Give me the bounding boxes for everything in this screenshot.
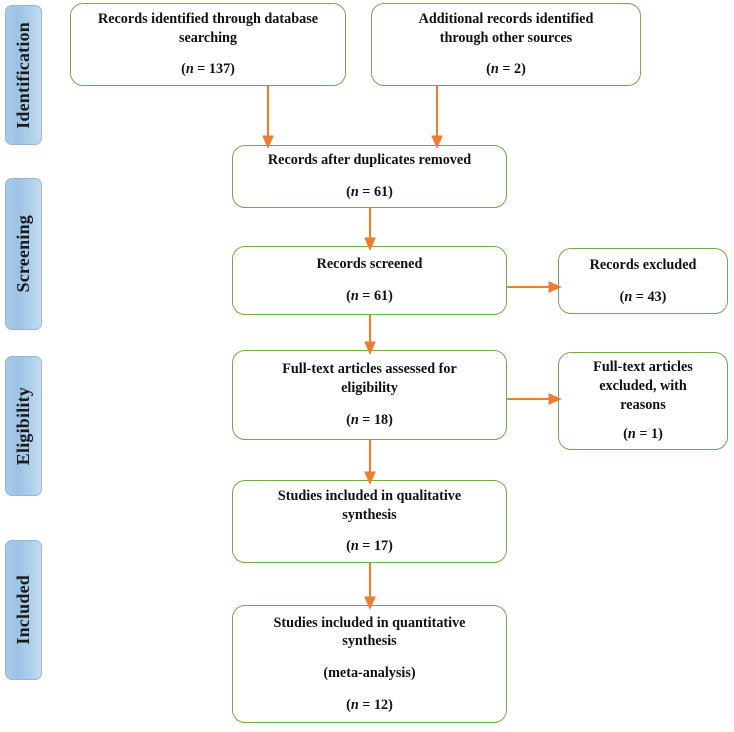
box-fulltext-assessed-count: (n = 18) — [243, 411, 496, 430]
count-suffix: ) — [230, 61, 235, 78]
box-records-screened: Records screened (n = 61) — [232, 246, 507, 315]
box-studies-quantitative: Studies included in quantitative synthes… — [232, 605, 507, 723]
count-var: n — [350, 411, 359, 428]
stage-tab-eligibility-label: Eligibility — [13, 386, 33, 466]
box-fulltext-assessed-line-1: Full-text articles assessed for — [282, 361, 457, 378]
stage-tab-included[interactable]: Included — [5, 540, 42, 680]
count-var: n — [185, 61, 194, 78]
count-prefix: ( — [486, 61, 491, 78]
count-value: 43 — [647, 288, 662, 305]
count-value: 137 — [208, 61, 231, 78]
box-records-excluded-count: (n = 43) — [569, 288, 717, 307]
stage-tab-identification[interactable]: Identification — [5, 5, 42, 145]
box-studies-qualitative: Studies included in qualitative synthesi… — [232, 480, 507, 563]
box-studies-qualitative-line-2: synthesis — [342, 506, 397, 523]
count-suffix: ) — [658, 426, 663, 443]
count-var: n — [624, 288, 633, 305]
count-suffix: ) — [388, 288, 393, 304]
count-suffix: ) — [661, 288, 667, 305]
box-studies-qualitative-line-1: Studies included in qualitative — [277, 487, 462, 504]
box-additional-records-other-sources: Additional records identified through ot… — [371, 3, 641, 86]
count-var: n — [627, 426, 636, 443]
box-records-screened-line-1: Records screened — [316, 256, 423, 273]
box-fulltext-excluded: Full-text articles excluded, with reason… — [558, 352, 728, 450]
count-eq: = — [498, 61, 514, 78]
count-prefix: ( — [619, 288, 625, 305]
count-suffix: ) — [388, 538, 393, 555]
count-prefix: ( — [623, 426, 628, 443]
box-records-after-duplicates-removed: Records after duplicates removed (n = 61… — [232, 145, 507, 208]
box-fulltext-excluded-count: (n = 1) — [569, 425, 717, 444]
box-records-excluded-line-1: Records excluded — [589, 256, 697, 273]
box-records-identified-database: Records identified through database sear… — [70, 3, 346, 86]
box-records-identified-database-count: (n = 137) — [81, 60, 335, 79]
box-fulltext-assessed-line-2: eligibility — [341, 380, 398, 397]
box-fulltext-excluded-line-3: reasons — [620, 396, 666, 413]
count-suffix: ) — [388, 184, 393, 200]
count-prefix: ( — [346, 288, 351, 304]
count-value: 61 — [373, 288, 389, 304]
box-studies-quantitative-line-1: Studies included in quantitative — [273, 614, 466, 631]
count-prefix: ( — [346, 184, 351, 200]
box-records-excluded: Records excluded (n = 43) — [558, 248, 728, 314]
count-eq: = — [193, 61, 209, 78]
count-value: 18 — [373, 411, 389, 428]
box-studies-qualitative-count: (n = 17) — [243, 537, 496, 556]
box-additional-records-other-sources-count: (n = 2) — [382, 60, 630, 79]
count-prefix: ( — [181, 61, 186, 78]
count-var: n — [350, 538, 359, 555]
count-value: 61 — [373, 184, 389, 200]
count-prefix: ( — [346, 538, 351, 555]
count-suffix: ) — [388, 411, 393, 428]
stage-tab-identification-label: Identification — [13, 21, 33, 129]
count-eq: = — [358, 184, 374, 200]
count-suffix: ) — [388, 696, 393, 713]
count-eq: = — [358, 696, 374, 713]
count-eq: = — [358, 411, 374, 428]
count-eq: = — [632, 288, 648, 305]
box-additional-records-other-sources-line-2: through other sources — [439, 29, 573, 46]
box-records-after-duplicates-removed-line-1: Records after duplicates removed — [267, 152, 472, 169]
box-studies-quantitative-count: (n = 12) — [243, 696, 496, 715]
box-studies-quantitative-line-2: synthesis — [342, 633, 397, 650]
count-eq: = — [635, 426, 651, 443]
box-records-identified-database-line-1: Records identified through database — [97, 10, 319, 27]
box-records-identified-database-line-2: searching — [178, 29, 238, 46]
count-value: 2 — [513, 61, 522, 78]
count-prefix: ( — [346, 411, 351, 428]
count-value: 17 — [373, 538, 389, 555]
box-studies-quantitative-subline: (meta-analysis) — [323, 665, 416, 681]
box-fulltext-excluded-line-2: excluded, with — [599, 377, 687, 394]
stage-tab-screening-label: Screening — [13, 215, 33, 293]
count-eq: = — [358, 288, 374, 304]
box-records-after-duplicates-removed-count: (n = 61) — [243, 183, 496, 202]
box-additional-records-other-sources-line-1: Additional records identified — [418, 10, 594, 27]
box-records-screened-count: (n = 61) — [243, 287, 496, 306]
count-var: n — [490, 61, 499, 78]
box-fulltext-excluded-line-1: Full-text articles — [593, 359, 693, 376]
count-value: 12 — [373, 696, 389, 713]
count-value: 1 — [650, 426, 659, 443]
count-suffix: ) — [521, 61, 526, 78]
count-eq: = — [358, 538, 374, 555]
stage-tab-included-label: Included — [13, 575, 33, 645]
stage-tab-screening[interactable]: Screening — [5, 178, 42, 330]
count-var: n — [350, 696, 359, 713]
count-var: n — [350, 184, 359, 200]
count-prefix: ( — [346, 696, 351, 713]
count-var: n — [350, 288, 359, 304]
box-fulltext-assessed: Full-text articles assessed for eligibil… — [232, 350, 507, 440]
stage-tab-eligibility[interactable]: Eligibility — [5, 356, 42, 496]
